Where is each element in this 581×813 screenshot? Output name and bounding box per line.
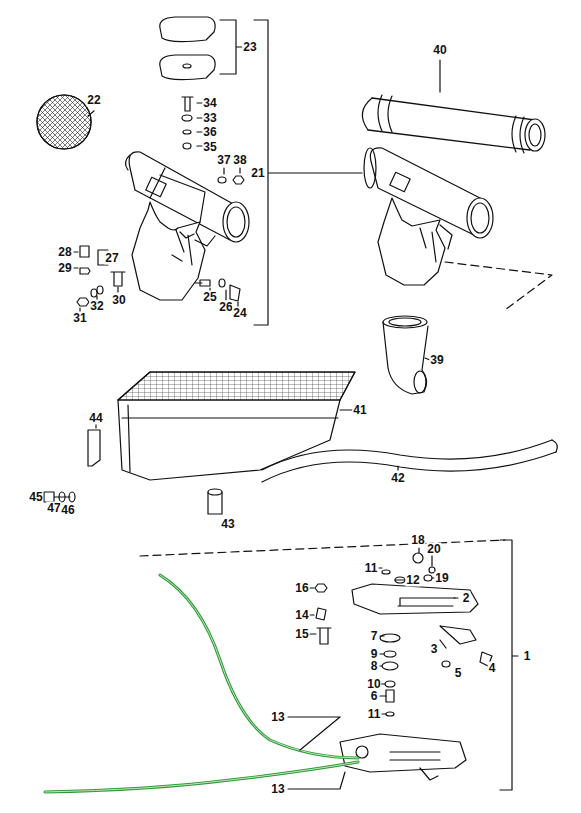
callout-number: 38 <box>232 154 247 167</box>
callout-number: 20 <box>426 543 441 556</box>
callout-number: 45 <box>28 491 43 504</box>
callout-number: 34 <box>202 97 217 110</box>
callout-number: 24 <box>232 307 247 320</box>
callout-number: 28 <box>57 246 72 259</box>
callout-number: 46 <box>60 504 75 517</box>
callout-number: 1 <box>523 650 532 663</box>
callout-number: 19 <box>434 572 449 585</box>
callout-number: 5 <box>454 667 463 680</box>
callout-number: 23 <box>242 41 257 54</box>
callout-number: 13 <box>270 711 285 724</box>
callout-number: 14 <box>294 609 309 622</box>
callout-number: 41 <box>352 404 367 417</box>
callout-number: 42 <box>390 472 405 485</box>
callout-number: 25 <box>202 291 217 304</box>
callout-number: 39 <box>429 354 444 367</box>
callout-number: 35 <box>202 141 217 154</box>
callout-number: 22 <box>86 94 101 107</box>
callout-number: 15 <box>294 628 309 641</box>
callout-number: 27 <box>104 252 119 265</box>
callout-number: 8 <box>370 660 379 673</box>
callout-number: 16 <box>294 582 309 595</box>
callout-number: 7 <box>370 630 379 643</box>
callout-number: 11 <box>367 708 382 721</box>
callout-number: 6 <box>370 690 379 703</box>
callout-number: 3 <box>430 643 439 656</box>
callout-number: 30 <box>111 294 126 307</box>
callout-number: 40 <box>432 44 447 57</box>
callout-number: 33 <box>202 112 217 125</box>
callout-number: 37 <box>216 154 231 167</box>
callout-number: 31 <box>72 312 87 325</box>
callout-number: 29 <box>57 262 72 275</box>
callout-number: 43 <box>220 518 235 531</box>
callout-number: 2 <box>462 592 471 605</box>
callout-number: 36 <box>202 126 217 139</box>
callout-number: 4 <box>488 662 497 675</box>
callout-number: 32 <box>89 300 104 313</box>
callout-number: 11 <box>364 562 379 575</box>
callout-number: 44 <box>88 412 103 425</box>
callout-number: 12 <box>405 574 420 587</box>
callout-number: 13 <box>270 783 285 796</box>
callout-number: 21 <box>250 167 265 180</box>
callout-number: 18 <box>410 534 425 547</box>
